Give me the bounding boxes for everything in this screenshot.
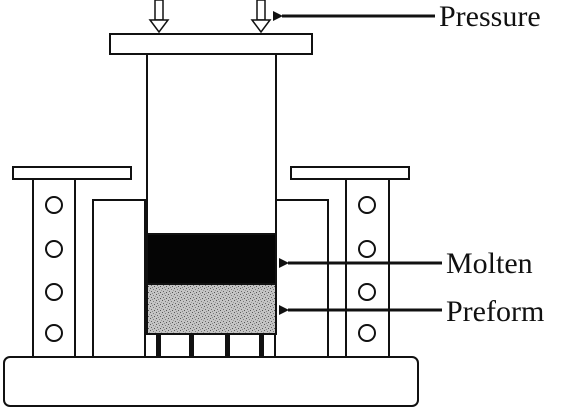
vent-slot [189, 334, 194, 357]
left-heater-hole [45, 240, 63, 258]
left-heater-hole [45, 283, 63, 301]
right-heater-cap [290, 166, 410, 180]
plunger-top-plate [109, 33, 313, 55]
molten-label: Molten [446, 247, 533, 280]
vent-slot [259, 334, 264, 357]
right-heater-hole [358, 240, 376, 258]
right-heater-hole [358, 283, 376, 301]
vent-slot [156, 334, 161, 357]
left-die-wall [92, 199, 146, 358]
pressure-arrow-right [250, 0, 272, 34]
right-die-wall [274, 199, 329, 358]
pressure-label: Pressure [439, 0, 541, 33]
base-plate [3, 356, 419, 407]
right-heater-hole [358, 324, 376, 342]
vent-slot [225, 334, 230, 357]
preform [146, 283, 277, 335]
left-heater-hole [45, 196, 63, 214]
molten-metal [146, 233, 277, 285]
left-heater-hole [45, 324, 63, 342]
plunger-shaft [146, 53, 277, 235]
left-heater-cap [12, 166, 132, 180]
pressure-arrow-left [148, 0, 170, 34]
right-heater-hole [358, 196, 376, 214]
preform-label: Preform [446, 295, 545, 328]
